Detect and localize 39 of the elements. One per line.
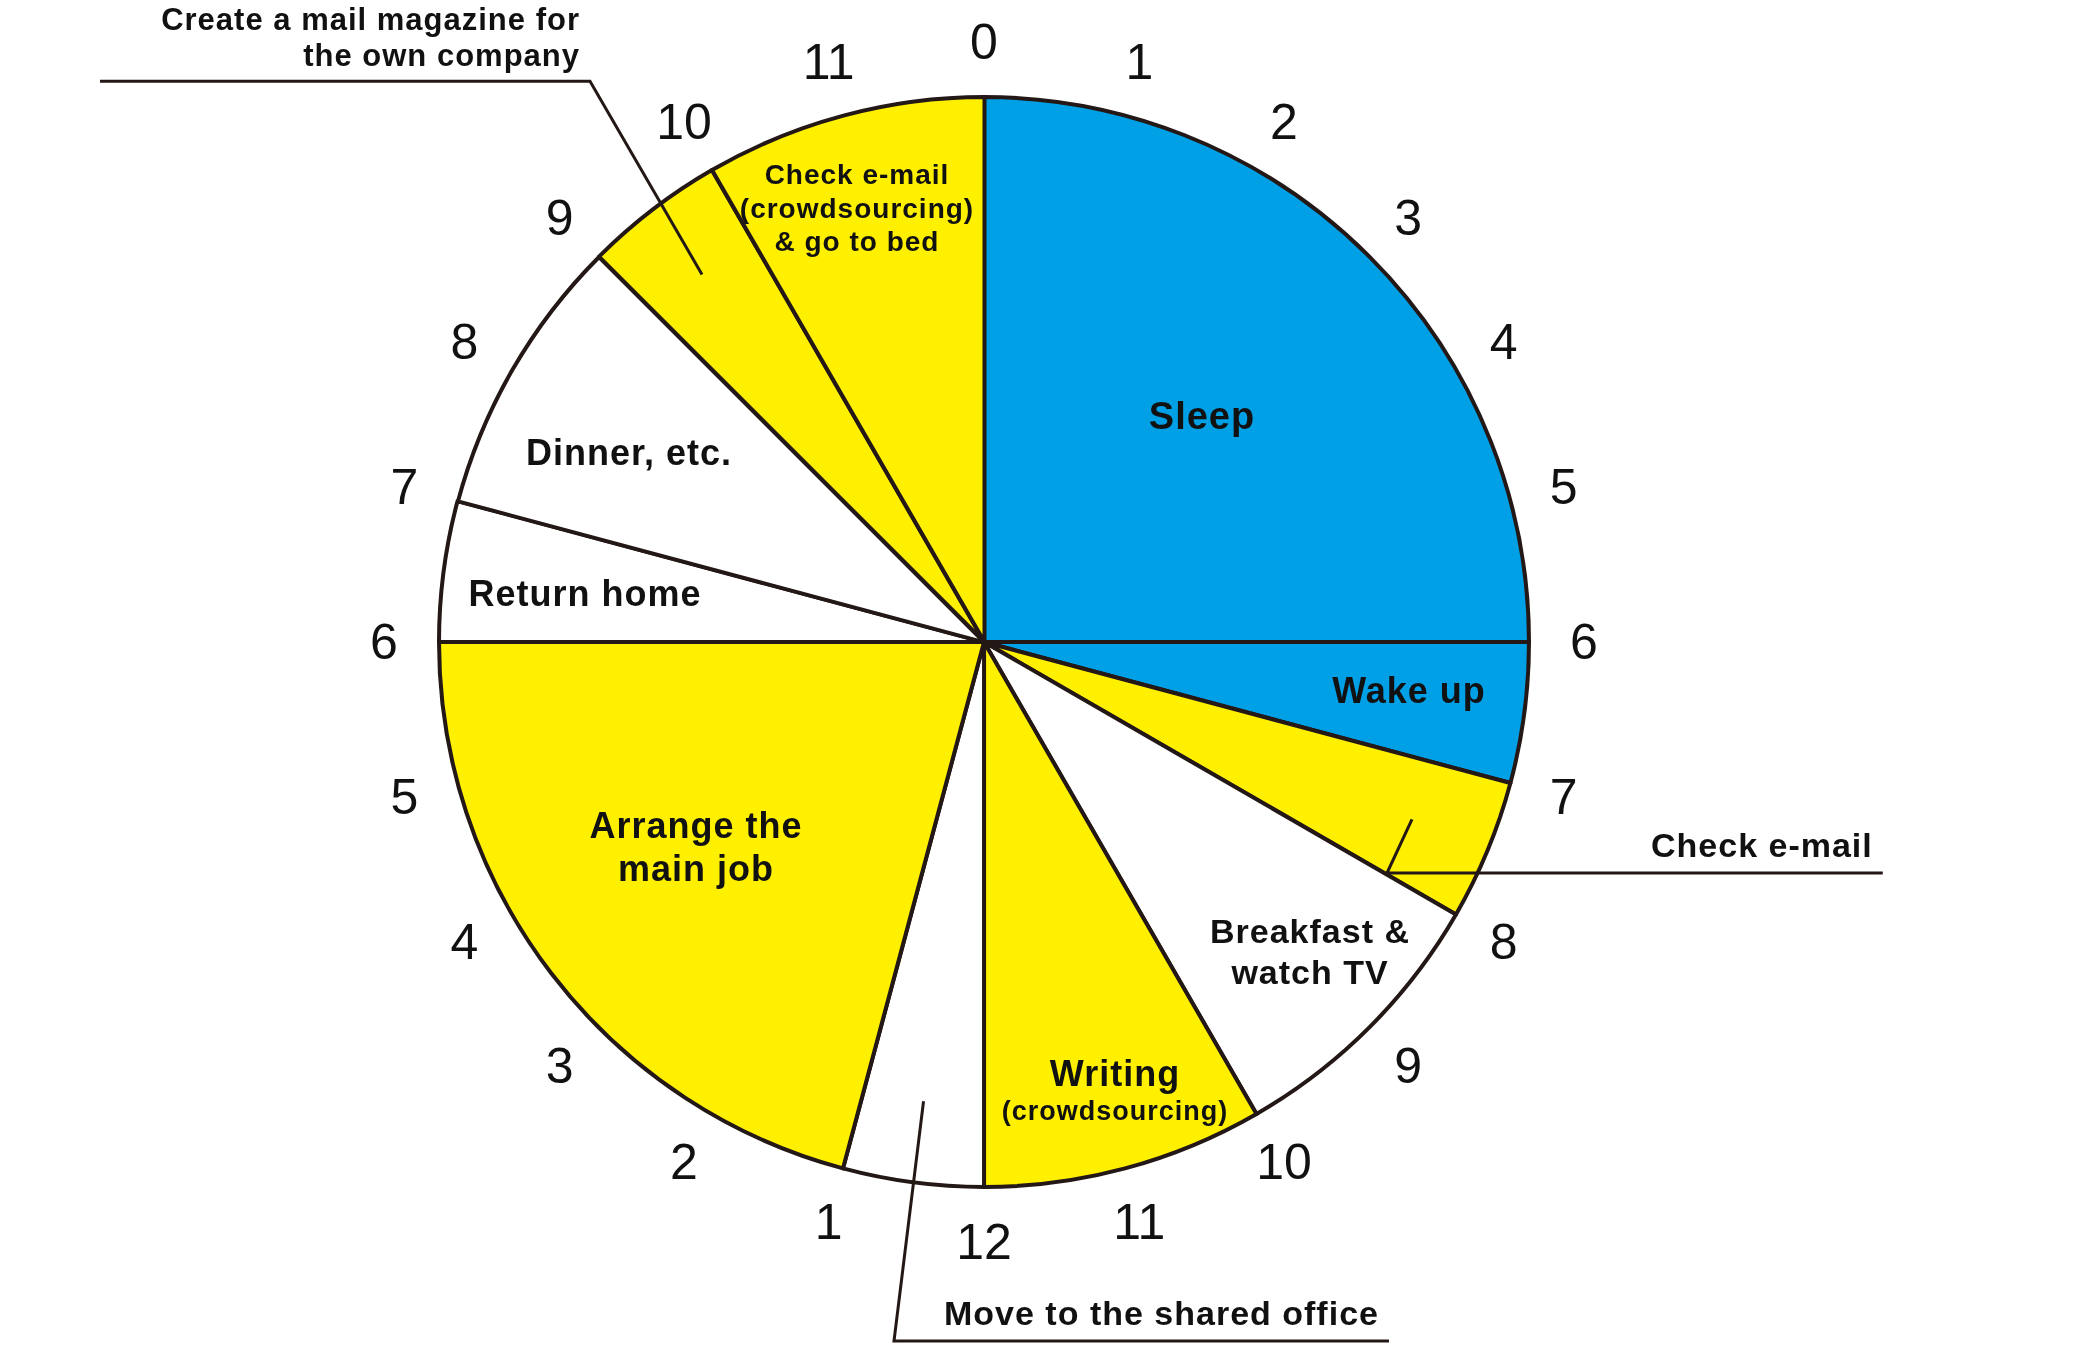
hour-number: 0 — [970, 13, 998, 71]
hour-number: 6 — [1570, 613, 1598, 671]
slice-label: Arrange the main job — [588, 803, 804, 891]
hour-number: 5 — [390, 768, 419, 827]
hour-number: 8 — [450, 313, 479, 371]
slice-label: Wake up — [1332, 669, 1486, 713]
hour-number: 1 — [1125, 33, 1154, 92]
hour-number: 8 — [1489, 913, 1518, 971]
hour-number: 11 — [802, 33, 855, 92]
leader-line — [100, 79, 704, 276]
hour-number: 11 — [1113, 1192, 1166, 1251]
hour-number: 9 — [545, 188, 574, 247]
callout-text: Check e-mail — [1651, 826, 1873, 866]
hour-number: 4 — [1489, 313, 1518, 371]
hour-number: 9 — [1394, 1037, 1423, 1096]
leader-line — [892, 1101, 1389, 1343]
hour-number: 4 — [450, 913, 479, 971]
hour-number: 2 — [1270, 93, 1298, 152]
hour-number: 7 — [390, 457, 419, 516]
slice-label: Breakfast & watch TV — [1209, 911, 1411, 993]
hour-number: 3 — [1394, 188, 1423, 247]
hour-number: 7 — [1549, 768, 1578, 827]
slice-label: Writing — [1049, 1052, 1181, 1096]
slice-sublabel: (crowdsourcing) — [1001, 1095, 1229, 1128]
hour-number: 5 — [1549, 457, 1578, 516]
leader-line — [1384, 818, 1883, 875]
callout-text: Create a mail magazine for the own company — [140, 2, 580, 74]
hour-number: 12 — [956, 1213, 1012, 1271]
callout-text: Move to the shared office — [944, 1294, 1379, 1334]
hour-number: 2 — [670, 1132, 698, 1191]
slice-label: Check e-mail (crowdsourcing) & go to bed — [738, 157, 976, 259]
hour-number: 3 — [545, 1037, 574, 1096]
slice-label: Dinner, etc. — [525, 431, 732, 475]
hour-number: 6 — [370, 613, 398, 671]
slice-label: Return home — [468, 572, 702, 616]
hour-number: 10 — [1256, 1132, 1312, 1191]
hour-number: 1 — [814, 1192, 843, 1251]
slice-label: Sleep — [1148, 394, 1256, 440]
hour-number: 10 — [656, 93, 712, 152]
